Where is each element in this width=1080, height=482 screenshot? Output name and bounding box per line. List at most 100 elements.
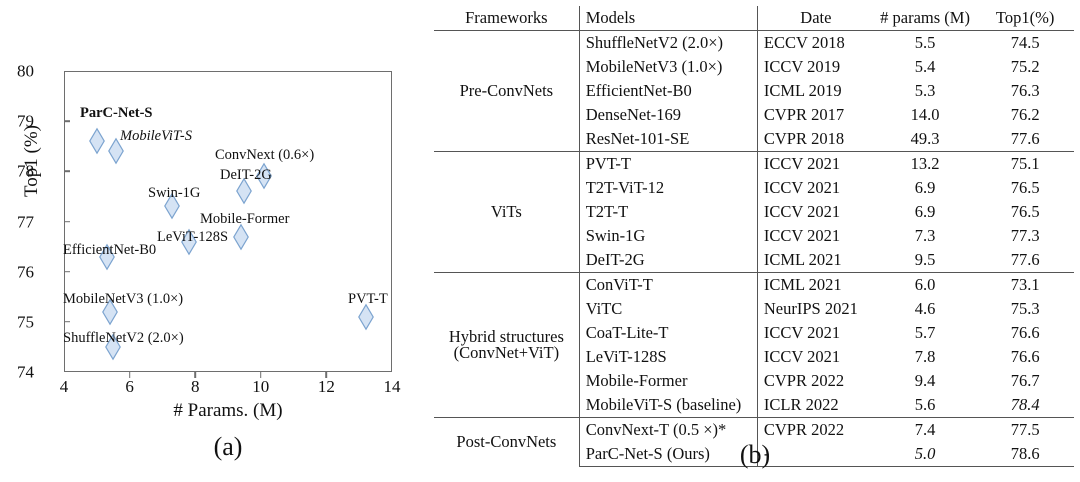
y-tick-mark	[64, 170, 70, 173]
model-cell: DeIT-2G	[579, 248, 758, 273]
date-cell: ECCV 2018	[757, 30, 874, 55]
top1-cell: 77.6	[1010, 128, 1040, 148]
framework-cell: Post-ConvNets	[434, 417, 580, 467]
scatter-point-label: ConvNext (0.6×)	[215, 147, 315, 163]
column-header-c-pm: # params (M)	[880, 7, 970, 27]
x-axis-label: # Params. (M)	[173, 400, 283, 421]
x-tick-mark	[128, 372, 131, 378]
top1-cell: 76.2	[1010, 104, 1040, 124]
top1-cell: 77.5	[976, 417, 1074, 442]
scatter-point-label: EfficientNet-B0	[63, 242, 157, 258]
column-header-c-t1: Top1(%)	[995, 7, 1055, 27]
top1-cell: 76.6	[1010, 346, 1040, 366]
scatter-point-label: PVT-T	[348, 291, 388, 307]
scatter-point-label: DeIT-2G	[220, 167, 272, 183]
date-cell: ICCV 2021	[757, 151, 874, 176]
scatter-point-label: Swin-1G	[148, 185, 201, 201]
scatter-point-label: ParC-Net-S	[80, 105, 153, 121]
top1-cell: 78.6	[976, 442, 1074, 467]
params-cell: 13.2	[873, 151, 977, 176]
model-cell: MobileViT-S (baseline)	[579, 393, 758, 418]
model-cell: CoaT-Lite-T	[579, 321, 758, 345]
params-cell: 9.5	[914, 249, 936, 269]
params-cell: 6.9	[914, 201, 936, 221]
date-cell: ICCV 2021	[763, 322, 841, 342]
model-cell: T2T-T	[579, 200, 758, 224]
framework-cell: Pre-ConvNets	[434, 30, 580, 152]
top1-cell: 75.1	[976, 151, 1074, 176]
model-cell: ConvNext-T (0.5 ×)*	[579, 417, 758, 442]
column-header-c-fw: Frameworks	[434, 6, 580, 31]
params-cell: 7.3	[914, 225, 936, 245]
framework-cell: ViTs	[434, 151, 580, 273]
scatter-point-label: ShuffleNetV2 (2.0×)	[63, 330, 184, 346]
model-cell: Mobile-Former	[579, 369, 758, 393]
scatter-point-label: LeViT-128S	[157, 229, 229, 245]
x-tick-mark	[325, 372, 328, 378]
params-cell: 7.8	[914, 346, 936, 366]
y-tick-label: 78	[17, 161, 34, 181]
top1-cell: 77.3	[1010, 225, 1040, 245]
model-cell: ShuffleNetV2 (2.0×)	[579, 30, 758, 55]
date-cell: ICML 2021	[757, 272, 874, 297]
date-cell: -	[757, 442, 874, 467]
top1-cell: 78.4	[1010, 394, 1040, 414]
model-cell: PVT-T	[579, 151, 758, 176]
framework-line-2: (ConvNet+ViT)	[453, 343, 560, 362]
top1-cell: 75.2	[1010, 56, 1040, 76]
date-cell: ICCV 2019	[763, 56, 841, 76]
top1-cell: 76.3	[1010, 80, 1040, 100]
date-cell: NeurIPS 2021	[763, 298, 858, 318]
scatter-point-label: Mobile-Former	[200, 211, 290, 227]
column-header-c-dt: Date	[800, 7, 832, 27]
x-tick-label: 6	[125, 377, 134, 396]
y-tick-label: 76	[17, 262, 34, 282]
model-cell: MobileNetV3 (1.0×)	[579, 55, 758, 79]
model-cell: DenseNet-169	[579, 103, 758, 127]
y-tick-label: 75	[17, 312, 34, 332]
params-cell: 6.0	[873, 272, 977, 297]
model-cell: T2T-ViT-12	[579, 176, 758, 200]
date-cell: CVPR 2018	[763, 128, 845, 148]
panel-a-caption: (a)	[213, 432, 243, 461]
model-cell: Swin-1G	[579, 224, 758, 248]
x-tick-label: 10	[252, 377, 270, 396]
x-tick-mark	[194, 372, 196, 378]
date-cell: ICCV 2021	[763, 201, 841, 221]
model-cell: EfficientNet-B0	[579, 79, 758, 103]
y-tick-mark	[64, 120, 70, 122]
params-cell: 5.7	[914, 322, 936, 342]
date-cell: CVPR 2022	[763, 370, 845, 390]
scatter-point-label: MobileNetV3 (1.0×)	[63, 291, 184, 307]
top1-cell: 76.5	[1010, 177, 1040, 197]
plot-frame	[64, 71, 392, 372]
top1-cell: 77.6	[1010, 249, 1040, 269]
x-tick-label: 12	[317, 377, 335, 396]
y-tick-label: 79	[17, 111, 34, 131]
params-cell: 5.0	[873, 442, 977, 467]
date-cell: ICML 2019	[763, 80, 842, 100]
params-cell: 5.3	[914, 80, 936, 100]
top1-cell: 76.5	[1010, 201, 1040, 221]
